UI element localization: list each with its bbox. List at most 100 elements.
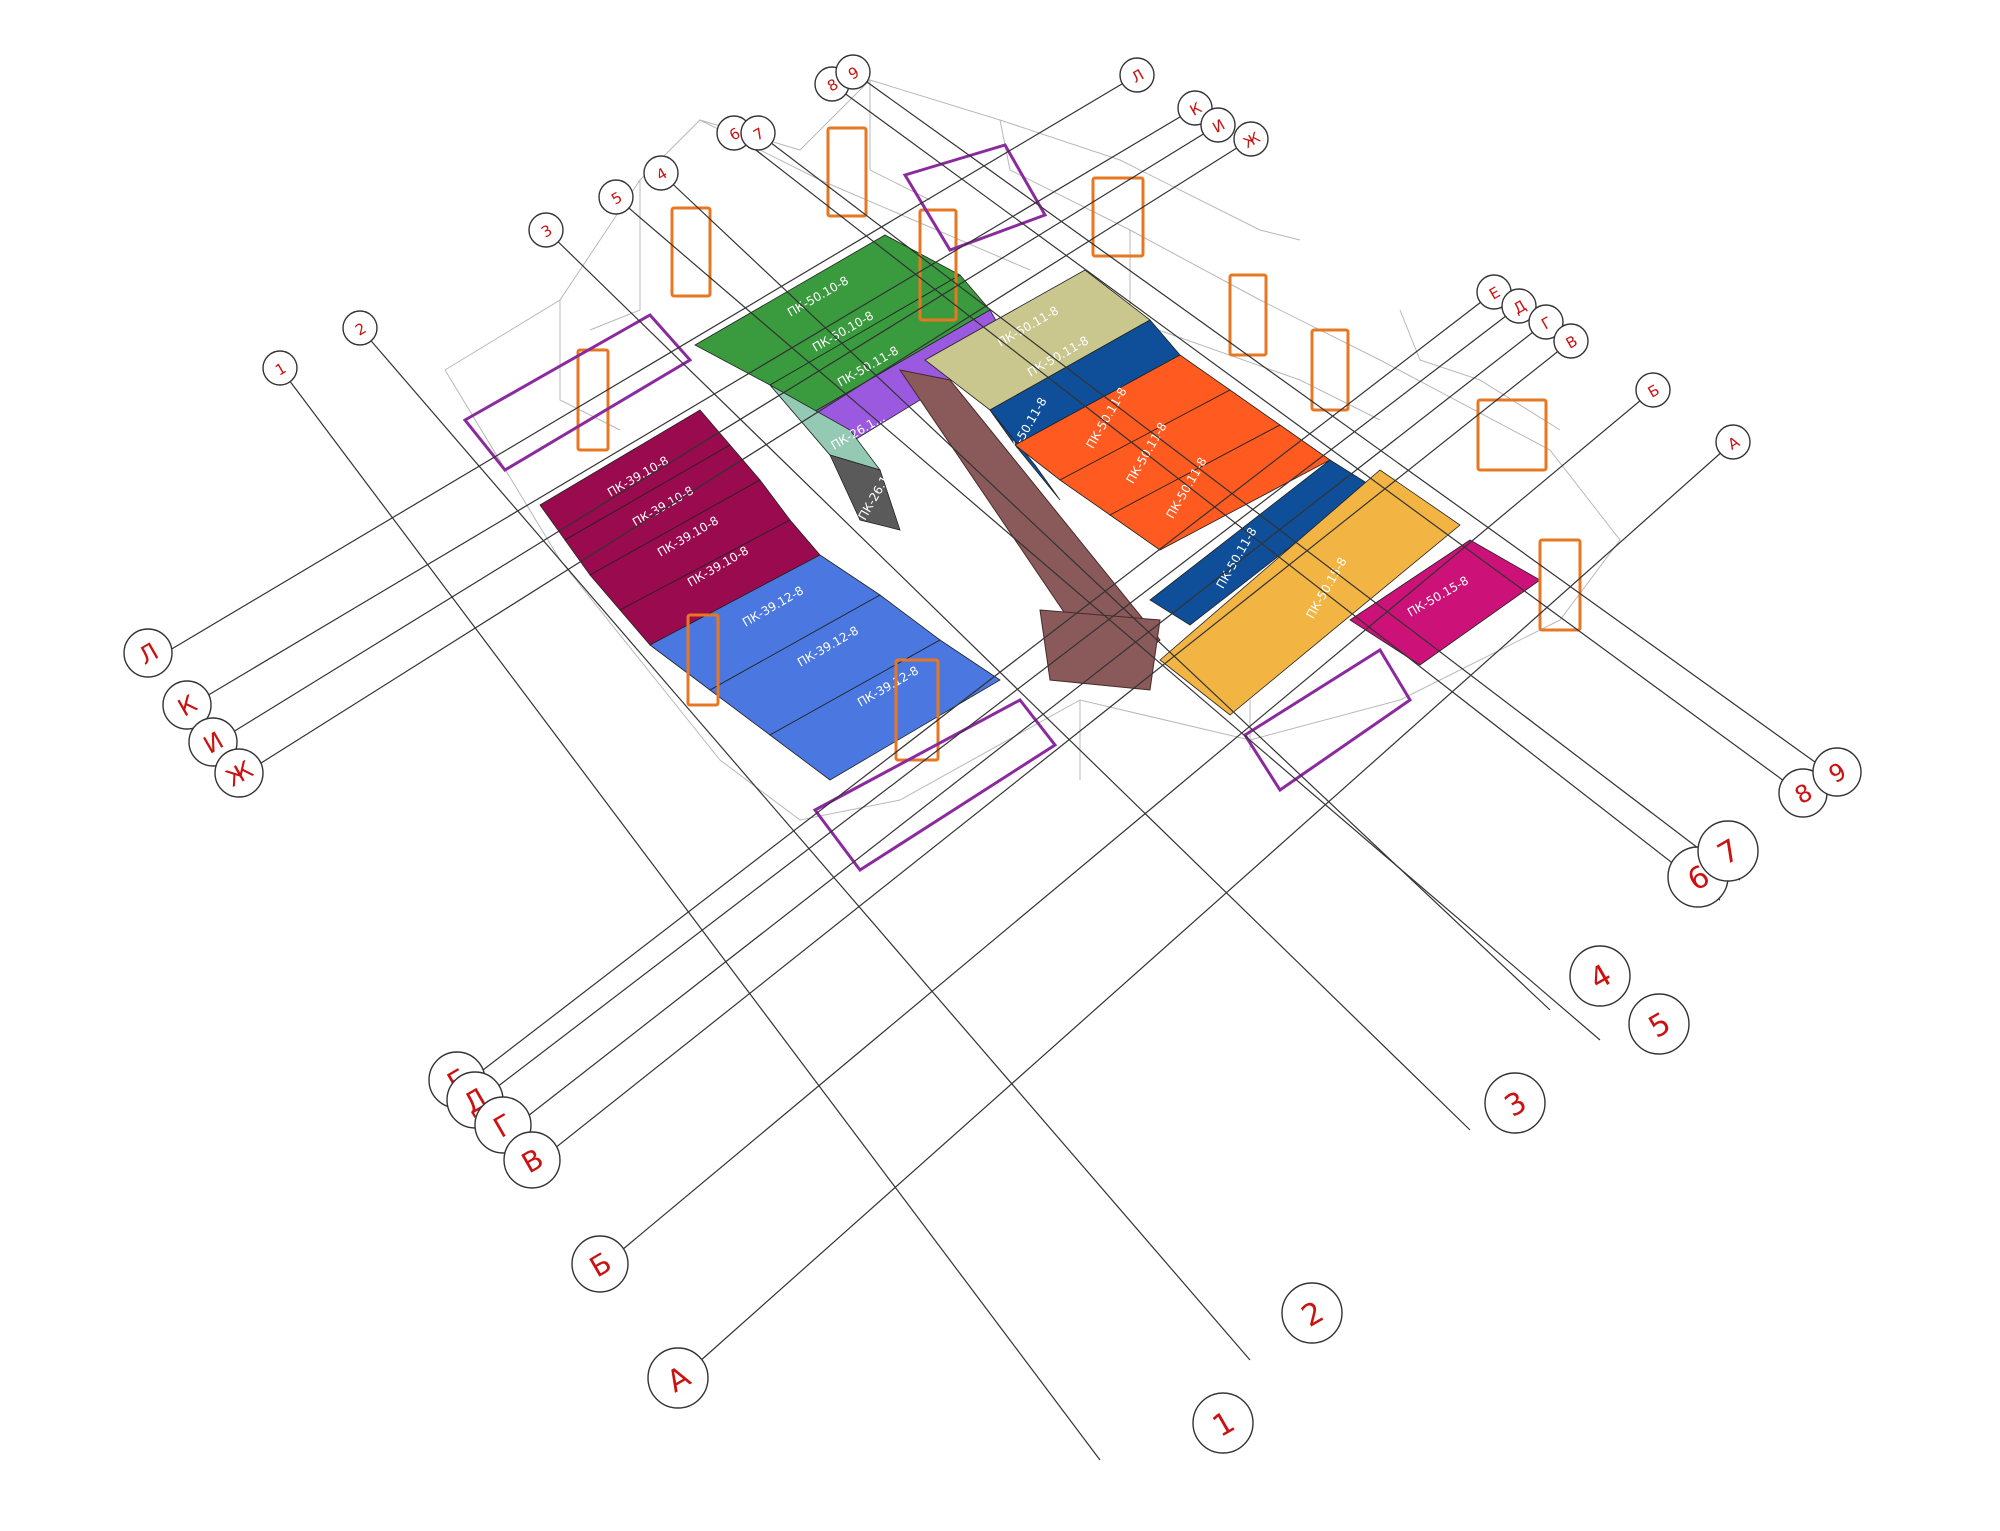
window-1 [670, 206, 712, 298]
slab-grey: ПК-26.1... [829, 454, 901, 531]
axis-leader-lines [169, 71, 1841, 1461]
leader-line-7 [757, 132, 1741, 881]
axis-marker-top-18: Б [1635, 372, 1671, 408]
axis-marker-top-13: Ж [1233, 121, 1269, 157]
slab-magenta: ПК-50.15-8 [1349, 539, 1541, 666]
axis-marker-bottom-19: 9 [1812, 747, 1862, 797]
balcony-2 [902, 143, 1048, 252]
slab-amber: ПК-50.15-8 [1159, 469, 1461, 716]
leader-line-6 [733, 132, 1721, 901]
leader-line-16 [509, 321, 1547, 1131]
staircase [898, 369, 1161, 691]
leader-line-9 [852, 71, 1841, 781]
leader-line-11 [199, 107, 1196, 701]
axis-marker-top-circle [528, 212, 564, 248]
axis-marker-top-circle [740, 115, 776, 151]
axis-marker-top-1: 1 [262, 350, 298, 386]
slab-orange-1: ПК-50.11-8 [1014, 354, 1231, 481]
axis-marker-bottom-circle [1484, 1072, 1546, 1134]
axis-marker-top-16: Г [1528, 304, 1564, 340]
slab-blue-1: ПК-39.12-8 [649, 554, 881, 691]
window-10 [1538, 538, 1582, 632]
axis-marker-bottom-8: В [503, 1131, 561, 1189]
leader-line-3 [545, 229, 1471, 1131]
axis-marker-top-2: 2 [342, 310, 378, 346]
window-6 [1476, 398, 1548, 472]
leader-line-5 [615, 196, 1601, 1041]
axis-marker-bottom-circle [503, 1131, 561, 1189]
axis-marker-top-circle [342, 310, 378, 346]
leader-line-12 [219, 124, 1219, 741]
leader-line-8 [831, 83, 1811, 801]
window-7 [576, 348, 610, 452]
axis-marker-top-17: В [1553, 323, 1589, 359]
axis-marker-bottom-circle [1192, 1392, 1254, 1454]
axis-marker-top-circle [1233, 121, 1269, 157]
axis-marker-top-4: 4 [643, 155, 679, 191]
axis-marker-bottom-9: Б [571, 1235, 629, 1293]
slab-blue-3-shape [769, 639, 1001, 781]
axis-marker-top-circle [262, 350, 298, 386]
leader-line-17 [539, 340, 1572, 1161]
axis-marker-bottom-circle [1628, 993, 1690, 1055]
axis-marker-bottom-circle [162, 680, 212, 730]
axis-marker-top-5: 5 [598, 179, 634, 215]
axis-markers-bottom: ЛКИЖЕДГВБА123456789 [123, 628, 1862, 1454]
axis-marker-bottom-circle [571, 1235, 629, 1293]
window-8 [686, 613, 720, 707]
axis-marker-bottom-11: 1 [1192, 1392, 1254, 1454]
axis-marker-bottom-12: 2 [1281, 1282, 1343, 1344]
axis-marker-top-circle [1528, 304, 1564, 340]
floor-slabs: ПК-50.10-8ПК-50.10-8ПК-50.11-8ПК-26.1...… [539, 234, 1541, 781]
window-3 [1091, 176, 1145, 258]
axis-marker-top-15: Д [1501, 288, 1537, 324]
axis-marker-top-7: 7 [740, 115, 776, 151]
axis-marker-top-circle [598, 179, 634, 215]
axis-marker-bottom-2: К [162, 680, 212, 730]
leader-line-15 [479, 305, 1520, 1101]
axis-marker-top-8: 8 [814, 66, 850, 102]
leader-line-1 [279, 367, 1101, 1461]
axis-marker-bottom-15: 5 [1628, 993, 1690, 1055]
axis-marker-top-12: И [1200, 107, 1236, 143]
axis-marker-top-circle [1501, 288, 1537, 324]
axis-marker-bottom-17: 7 [1697, 820, 1759, 882]
axis-marker-top-10: Л [1119, 57, 1155, 93]
axis-marker-bottom-circle [647, 1347, 709, 1409]
axis-marker-bottom-circle [214, 748, 264, 798]
axis-marker-bottom-16: 6 [1667, 846, 1729, 908]
axis-marker-bottom-4: Ж [214, 748, 264, 798]
axis-marker-bottom-circle [1697, 820, 1759, 882]
windows [576, 126, 1582, 762]
leader-line-18 [609, 389, 1654, 1261]
axis-marker-bottom-circle [1812, 747, 1862, 797]
axis-marker-bottom-13: 3 [1484, 1072, 1546, 1134]
axis-marker-top-label: Ж [1240, 128, 1263, 152]
balcony-3 [812, 698, 1058, 873]
balcony-4 [1242, 647, 1413, 793]
balcony-1 [462, 313, 693, 472]
slab-grey-shape [829, 454, 901, 531]
window-11 [918, 208, 958, 322]
axis-marker-top-circle [1553, 323, 1589, 359]
slab-khaki: ПК-50.11-8 [924, 269, 1151, 411]
axis-marker-top-3: 3 [528, 212, 564, 248]
axis-marker-bottom-1: Л [123, 628, 173, 678]
window-9 [894, 658, 940, 762]
leader-line-10 [169, 74, 1138, 651]
slab-amber-shape [1159, 469, 1461, 716]
window-5 [1310, 328, 1350, 412]
axis-marker-bottom-circle [123, 628, 173, 678]
leader-line-13 [249, 138, 1252, 771]
axis-marker-bottom-14: 4 [1569, 945, 1631, 1007]
axis-marker-top-circle [1200, 107, 1236, 143]
axis-marker-top-9: 9 [835, 54, 871, 90]
window-2 [826, 126, 868, 218]
leader-line-14 [469, 291, 1495, 1081]
axis-marker-top-circle [835, 54, 871, 90]
balcony-railings [462, 143, 1413, 873]
leader-line-19 [689, 441, 1734, 1371]
axis-marker-bottom-circle [1569, 945, 1631, 1007]
axis-marker-top-circle [1715, 424, 1751, 460]
